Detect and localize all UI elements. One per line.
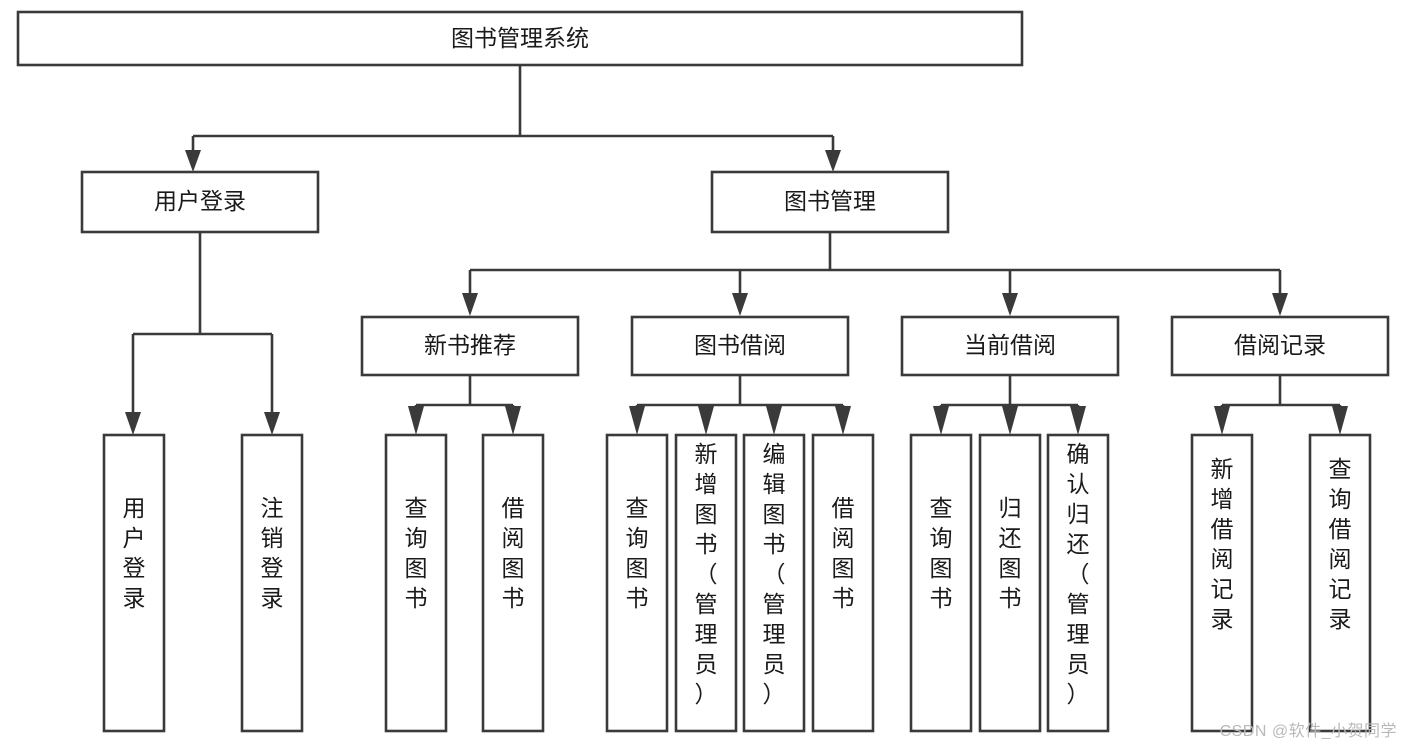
node-new-book-recommend[interactable]: 新书推荐 [360, 315, 580, 377]
arrow-to-book-borrow [732, 293, 748, 316]
node-leaf-user-login-box[interactable] [102, 433, 166, 733]
node-user-login-label: 用户登录 [154, 188, 246, 214]
node-leaf-add-record[interactable]: 新增借阅记录 [1190, 433, 1254, 733]
arrow-to-leaf-query-book-2 [629, 406, 645, 435]
node-new-book-recommend-label: 新书推荐 [424, 332, 516, 358]
arrow-to-leaf-query-book-3 [933, 406, 949, 435]
node-leaf-query-record[interactable]: 查询借阅记录 [1308, 433, 1372, 733]
node-leaf-add-record-label: 新增借阅记录 [1211, 456, 1234, 632]
node-leaf-user-login[interactable]: 用户登录 [102, 433, 166, 733]
node-leaf-logout-login-box[interactable] [240, 433, 304, 733]
node-user-login-box[interactable] [80, 170, 320, 234]
node-borrow-record[interactable]: 借阅记录 [1170, 315, 1390, 377]
arrow-to-leaf-query-record [1332, 406, 1348, 435]
node-leaf-borrow-book-2[interactable]: 借阅图书 [811, 433, 875, 733]
node-leaf-borrow-book-2-box[interactable] [811, 433, 875, 733]
node-leaf-add-book[interactable]: 新增图书（管理员） [674, 433, 738, 733]
node-leaf-query-book-3-box[interactable] [909, 433, 973, 733]
node-new-book-recommend-box[interactable] [360, 315, 580, 377]
node-leaf-query-book-2-box[interactable] [605, 433, 669, 733]
node-book-borrow-box[interactable] [630, 315, 850, 377]
connector-group [125, 65, 1348, 435]
node-leaf-logout-login-label: 注销登录 [261, 495, 284, 611]
node-current-borrow-box[interactable] [900, 315, 1120, 377]
arrow-to-leaf-query-book-1 [408, 406, 424, 435]
node-user-login[interactable]: 用户登录 [80, 170, 320, 234]
node-leaf-add-book-label: 新增图书（管理员） [695, 441, 718, 707]
arrow-to-leaf-return-book [1002, 406, 1018, 435]
node-book-management-box[interactable] [710, 170, 950, 234]
node-leaf-borrow-book-1-box[interactable] [481, 433, 545, 733]
node-leaf-return-book-label: 归还图书 [999, 495, 1022, 611]
arrow-to-leaf-add-book [698, 406, 714, 435]
arrow-to-book-management [825, 150, 841, 172]
node-root-label: 图书管理系统 [451, 25, 589, 51]
node-leaf-query-book-1[interactable]: 查询图书 [384, 433, 448, 733]
node-leaf-query-book-3[interactable]: 查询图书 [909, 433, 973, 733]
node-leaf-borrow-book-2-label: 借阅图书 [832, 495, 855, 611]
node-leaf-borrow-book-1-label: 借阅图书 [502, 495, 525, 611]
arrow-to-leaf-user-login [125, 412, 141, 435]
node-leaf-edit-book-label: 编辑图书（管理员） [763, 441, 786, 707]
node-leaf-query-record-box[interactable] [1308, 433, 1372, 733]
node-leaf-edit-book[interactable]: 编辑图书（管理员） [742, 433, 806, 733]
node-book-borrow[interactable]: 图书借阅 [630, 315, 850, 377]
arrow-to-leaf-edit-book [766, 406, 782, 435]
node-leaf-query-book-2[interactable]: 查询图书 [605, 433, 669, 733]
node-leaf-confirm-return-box[interactable] [1046, 433, 1110, 733]
node-book-management-label: 图书管理 [784, 188, 876, 214]
node-leaf-user-login-label: 用户登录 [123, 495, 146, 611]
arrow-to-leaf-borrow-book-2 [835, 406, 851, 435]
node-leaf-query-book-2-label: 查询图书 [626, 495, 649, 611]
node-leaf-borrow-book-1[interactable]: 借阅图书 [481, 433, 545, 733]
arrow-to-leaf-add-record [1214, 406, 1230, 435]
arrow-to-borrow-record [1272, 293, 1288, 316]
node-leaf-logout-login[interactable]: 注销登录 [240, 433, 304, 733]
node-leaf-query-record-label: 查询借阅记录 [1329, 456, 1352, 632]
arrow-to-leaf-confirm-return [1070, 406, 1086, 435]
node-book-borrow-label: 图书借阅 [694, 332, 786, 358]
node-leaf-query-book-1-box[interactable] [384, 433, 448, 733]
node-root[interactable]: 图书管理系统 [16, 10, 1024, 67]
arrow-to-user-login [185, 150, 201, 172]
node-root-box[interactable] [16, 10, 1024, 67]
node-current-borrow-label: 当前借阅 [964, 332, 1056, 358]
node-leaf-add-book-box[interactable] [674, 433, 738, 733]
node-leaf-add-record-box[interactable] [1190, 433, 1254, 733]
node-leaf-query-book-1-label: 查询图书 [405, 495, 428, 611]
arrow-to-new-book-recommend [462, 293, 478, 316]
node-leaf-edit-book-box[interactable] [742, 433, 806, 733]
arrow-to-leaf-borrow-book-1 [505, 406, 521, 435]
node-borrow-record-label: 借阅记录 [1234, 332, 1326, 358]
node-leaf-query-book-3-label: 查询图书 [930, 495, 953, 611]
node-leaf-return-book-box[interactable] [978, 433, 1042, 733]
node-borrow-record-box[interactable] [1170, 315, 1390, 377]
arrow-to-leaf-logout-login [264, 412, 280, 435]
node-current-borrow[interactable]: 当前借阅 [900, 315, 1120, 377]
node-leaf-confirm-return[interactable]: 确认归还（管理员） [1046, 433, 1110, 733]
node-book-management[interactable]: 图书管理 [710, 170, 950, 234]
arrow-to-current-borrow [1002, 293, 1018, 316]
node-leaf-confirm-return-label: 确认归还（管理员） [1067, 441, 1090, 707]
node-leaf-return-book[interactable]: 归还图书 [978, 433, 1042, 733]
